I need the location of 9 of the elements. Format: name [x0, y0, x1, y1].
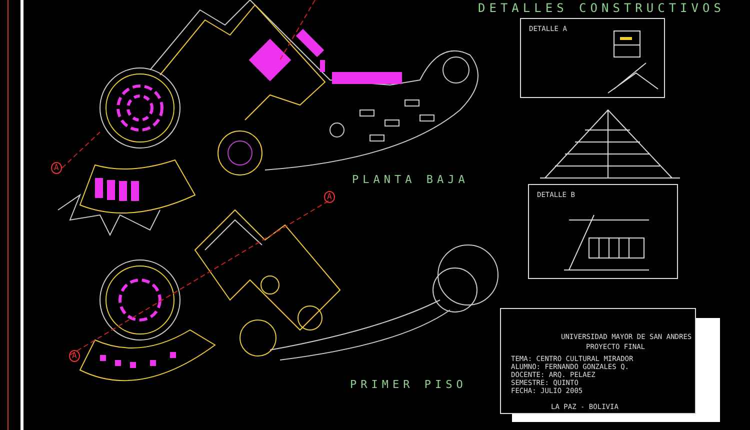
plan-title: PRIMER PISO	[350, 378, 467, 391]
detail-panel	[520, 18, 665, 98]
section-marker: A	[69, 350, 80, 362]
plan-title: PLANTA BAJA	[352, 173, 469, 186]
section-marker: A	[324, 191, 335, 203]
detail-panel	[528, 184, 678, 279]
section-marker: A	[51, 162, 62, 174]
title-block	[500, 308, 696, 414]
sheet-heading: DETALLES CONSTRUCTIVOS	[478, 1, 725, 15]
